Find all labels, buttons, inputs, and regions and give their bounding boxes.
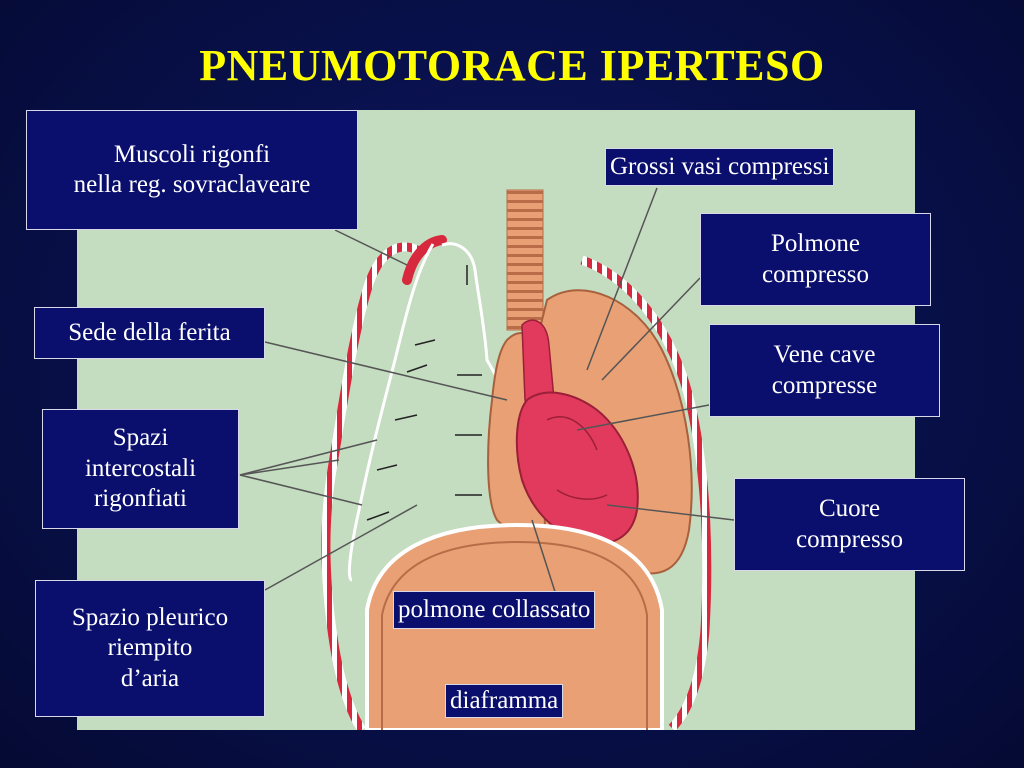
leader-lines [239, 187, 735, 599]
label-cuore-compresso: Cuore compresso [734, 478, 965, 571]
right-chest-wall [580, 255, 712, 730]
heart [515, 391, 639, 545]
left-chest-wall [321, 242, 420, 730]
trachea [506, 189, 544, 331]
label-polmone-compresso: Polmone compresso [700, 213, 931, 306]
heart-outline-detail [546, 416, 608, 500]
label-polmone-collassato: polmone collassato [393, 591, 596, 629]
pleural-air-outline [441, 242, 509, 396]
label-grossi-vasi: Grossi vasi compressi [605, 148, 835, 186]
label-muscoli-rigonfi: Muscoli rigonfi nella reg. sovraclaveare [26, 110, 358, 230]
label-vene-cave: Vene cave compresse [709, 324, 940, 417]
left-inner-chest-wall [347, 243, 435, 582]
label-diaframma: diaframma [445, 684, 564, 718]
slide-title: PNEUMOTORACE IPERTESO [199, 41, 825, 90]
label-spazio-pleurico: Spazio pleurico riempito d’aria [35, 580, 265, 717]
pressure-arrows [366, 265, 482, 521]
label-spazi-intercostali: Spazi intercostali rigonfiati [42, 409, 239, 529]
label-sede-ferita: Sede della ferita [34, 307, 265, 359]
supraclavicular-muscle [402, 235, 447, 285]
diaphragm-inner [381, 540, 648, 730]
